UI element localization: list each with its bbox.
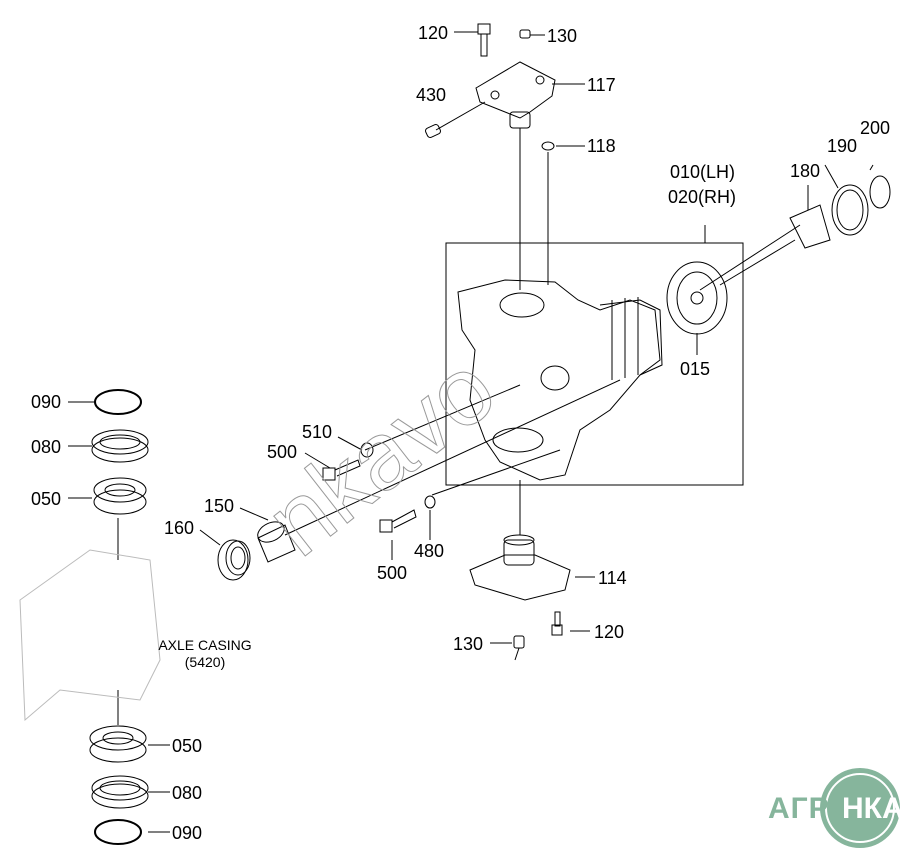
washer-510 xyxy=(360,442,374,458)
callout-480: 480 xyxy=(414,541,445,561)
callout-190: 190 xyxy=(827,136,858,156)
callout-015: 015 xyxy=(680,359,711,379)
o-ring-090-bottom xyxy=(94,819,142,845)
callout-050-bottom: 050 xyxy=(172,736,203,756)
callout-510: 510 xyxy=(302,422,333,442)
bolt-500-b xyxy=(379,509,417,533)
callout-150: 150 xyxy=(204,496,235,516)
callout-120-top: 120 xyxy=(418,23,449,43)
callout-090-bottom: 090 xyxy=(172,823,203,843)
assembly-box xyxy=(445,242,744,486)
callout-130-top: 130 xyxy=(547,26,578,46)
callout-050-top: 050 xyxy=(31,489,62,509)
callout-080-top: 080 xyxy=(31,437,62,457)
callout-118: 118 xyxy=(587,136,616,156)
grease-fitting-130-bottom xyxy=(513,635,525,661)
callout-180: 180 xyxy=(790,161,821,181)
seal-080-bottom xyxy=(91,775,149,809)
o-ring-090-top xyxy=(94,389,142,415)
callout-010-lh: 010(LH) xyxy=(670,162,736,182)
cover-114 xyxy=(469,534,571,601)
callout-114: 114 xyxy=(598,568,627,588)
ring-190 xyxy=(831,184,869,236)
bearing-050-top xyxy=(93,477,147,515)
callout-130-bottom: 130 xyxy=(453,634,484,654)
bolt-120-bottom xyxy=(551,611,563,636)
bushing-150 xyxy=(257,521,296,563)
logo-text-left: АГРО xyxy=(768,792,854,825)
seal-160 xyxy=(217,539,251,581)
bearing-050-bottom xyxy=(89,725,147,763)
logo-circle xyxy=(820,768,900,848)
cover-117 xyxy=(475,29,556,129)
bolt-120-top xyxy=(477,23,491,57)
callout-500-a: 500 xyxy=(267,442,298,462)
axle-casing-code: (5420) xyxy=(184,654,226,670)
logo-text-right: НКА xyxy=(842,792,904,825)
callout-080-bottom: 080 xyxy=(172,783,203,803)
plate-180 xyxy=(789,204,831,249)
axle-casing-outline xyxy=(19,549,161,722)
o-ring-118 xyxy=(541,141,555,151)
callout-090-top: 090 xyxy=(31,392,62,412)
leader-lines xyxy=(68,31,874,833)
callout-120-bottom: 120 xyxy=(594,622,625,642)
callout-430: 430 xyxy=(416,85,447,105)
callout-500-b: 500 xyxy=(377,563,408,583)
callout-117: 117 xyxy=(587,75,616,95)
axle-casing-label: AXLE CASING (5420) xyxy=(150,637,260,671)
pin-430 xyxy=(425,123,441,139)
callout-200: 200 xyxy=(860,118,891,138)
callout-020-rh: 020(RH) xyxy=(668,187,737,207)
axle-casing-name: AXLE CASING xyxy=(158,637,252,653)
seal-080-top xyxy=(91,429,149,463)
knuckle-housing xyxy=(457,279,663,481)
gear-015 xyxy=(666,261,728,335)
callout-160: 160 xyxy=(164,518,195,538)
washer-480 xyxy=(424,495,436,509)
bolt-500-a xyxy=(322,459,361,481)
snap-ring-200 xyxy=(869,175,891,209)
